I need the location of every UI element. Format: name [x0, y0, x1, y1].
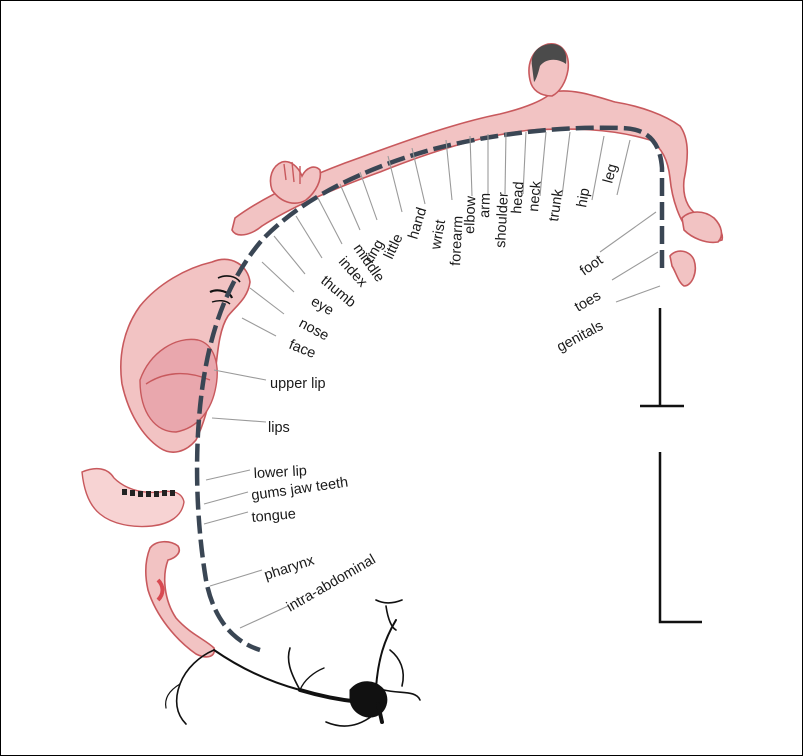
label-hand: hand	[406, 206, 431, 242]
label-lower-lip: lower lip	[253, 463, 307, 482]
scale-brackets	[640, 308, 702, 622]
homunculus-jaw	[82, 469, 184, 527]
homunculus-foot	[682, 212, 721, 242]
label-foot: foot	[577, 252, 606, 279]
upper-bracket	[640, 308, 684, 406]
label-trunk: trunk	[546, 188, 566, 223]
label-eye: eye	[308, 294, 336, 320]
label-neck: neck	[526, 180, 545, 213]
lower-bracket	[660, 452, 702, 622]
label-shoulder: shoulder	[493, 192, 512, 249]
homunculus-tongue	[146, 542, 214, 657]
neuron	[166, 600, 420, 726]
label-hip: hip	[574, 187, 593, 209]
labels: leg foot hip trunk neck head shoulder ar…	[250, 162, 621, 615]
label-wrist: wrist	[428, 219, 449, 252]
homunculus-genitals	[670, 251, 695, 286]
label-forearm: forearm	[448, 215, 467, 266]
label-face: face	[287, 337, 318, 362]
label-head: head	[509, 181, 527, 214]
homunculus-figure	[82, 44, 722, 657]
label-toes: toes	[572, 288, 604, 316]
label-pharynx: pharynx	[262, 552, 317, 583]
label-tongue: tongue	[251, 506, 297, 526]
label-genitals: genitals	[554, 318, 606, 356]
label-lips: lips	[268, 420, 290, 436]
label-leg: leg	[600, 162, 620, 185]
label-upper-lip: upper lip	[270, 376, 326, 392]
label-arm: arm	[477, 193, 494, 219]
